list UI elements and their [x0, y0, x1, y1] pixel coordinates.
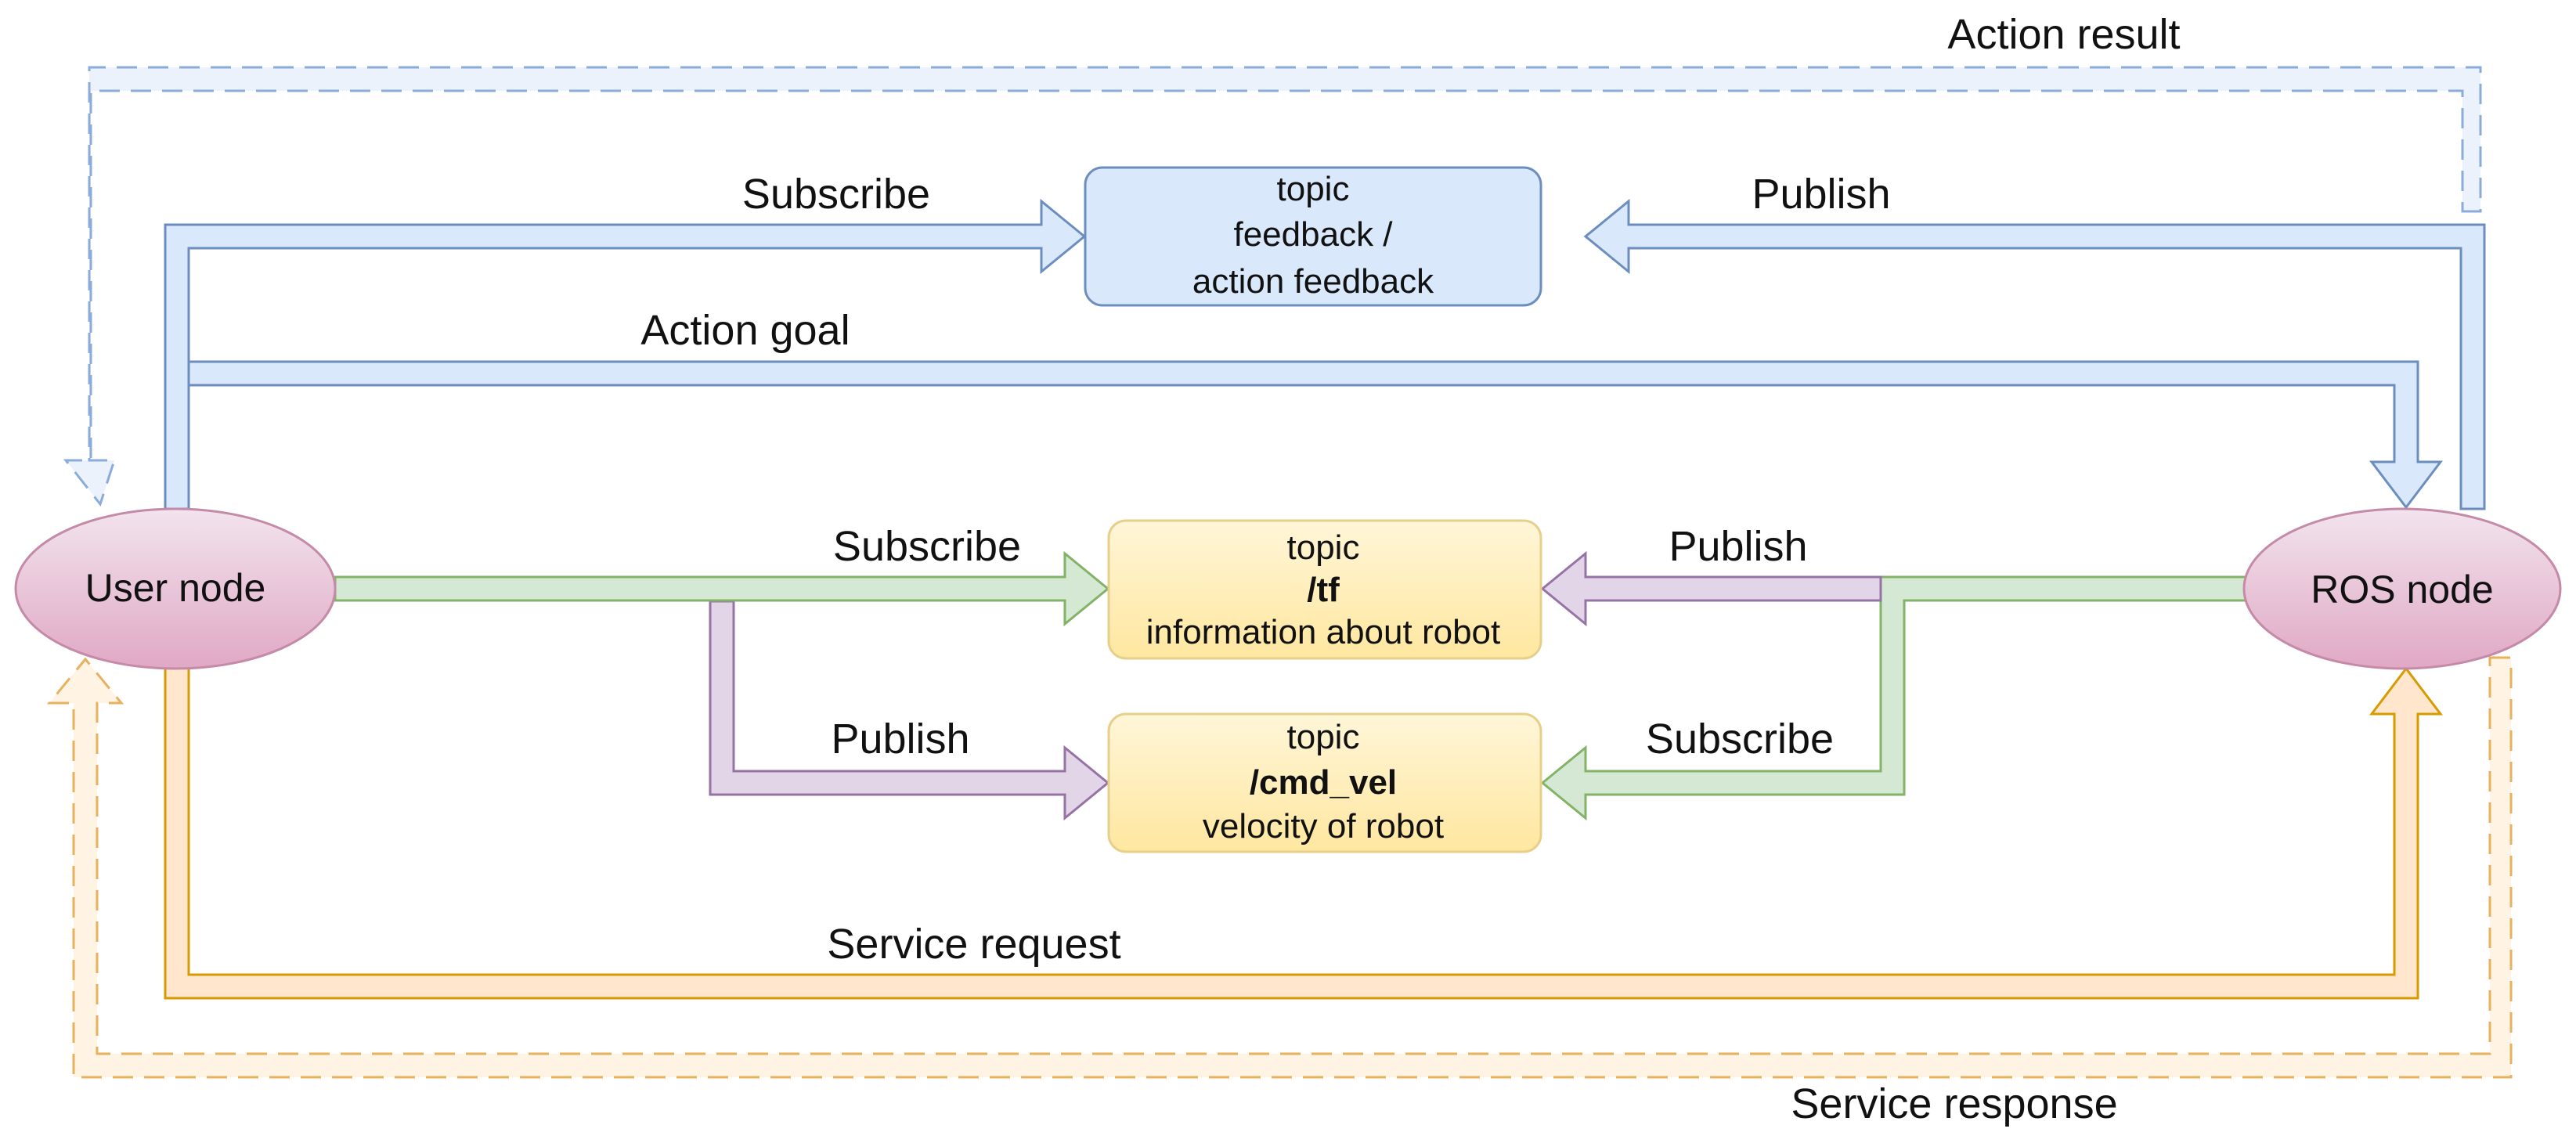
action-result-arrow: [63, 66, 2482, 507]
action-goal-label: Action goal: [640, 307, 850, 354]
cmd-vel-publish-arrow: [709, 600, 1110, 821]
user-node: User node: [14, 507, 337, 670]
tf-subscribe-arrow: [334, 550, 1110, 627]
topic-cmd-vel-line3: velocity of robot: [1203, 807, 1444, 846]
feedback-subscribe-label: Subscribe: [742, 171, 930, 218]
topic-cmd-vel-box: topic /cmd_vel velocity of robot: [1107, 712, 1542, 853]
topic-feedback-box: topic feedback / action feedback: [1084, 166, 1542, 307]
topic-feedback-line2: feedback /: [1233, 215, 1393, 254]
cmd-vel-subscribe-arrow: [1540, 575, 2247, 821]
cmd-vel-subscribe-label: Subscribe: [1646, 716, 1834, 763]
ros-node: ROS node: [2242, 507, 2562, 670]
topic-cmd-vel-line1: topic: [1287, 718, 1360, 756]
feedback-publish-label: Publish: [1752, 171, 1890, 218]
user-node-label: User node: [85, 566, 266, 610]
service-response-label: Service response: [1791, 1080, 2117, 1127]
topic-tf-line1: topic: [1287, 528, 1360, 567]
topic-tf-name: /tf: [1307, 571, 1340, 609]
topic-feedback-line1: topic: [1277, 170, 1350, 208]
cmd-vel-publish-label: Publish: [831, 716, 969, 763]
topic-feedback-line3: action feedback: [1192, 262, 1434, 301]
tf-subscribe-label: Subscribe: [833, 523, 1021, 570]
action-goal-arrow-body: [187, 360, 2444, 510]
tf-publish-arrow: [1540, 550, 1882, 627]
tf-publish-label: Publish: [1669, 523, 1807, 570]
feedback-publish-arrow: [1583, 198, 2486, 510]
topic-cmd-vel-name: /cmd_vel: [1250, 763, 1397, 802]
feedback-subscribe-arrow: [164, 198, 1087, 510]
service-response-arrow: [46, 656, 2513, 1079]
service-request-arrow: [164, 665, 2444, 1000]
ros-node-label: ROS node: [2311, 568, 2493, 611]
action-result-label: Action result: [1947, 11, 2180, 58]
topic-tf-line3: information about robot: [1146, 613, 1501, 651]
topic-tf-box: topic /tf information about robot: [1107, 519, 1542, 660]
service-request-label: Service request: [827, 921, 1120, 968]
